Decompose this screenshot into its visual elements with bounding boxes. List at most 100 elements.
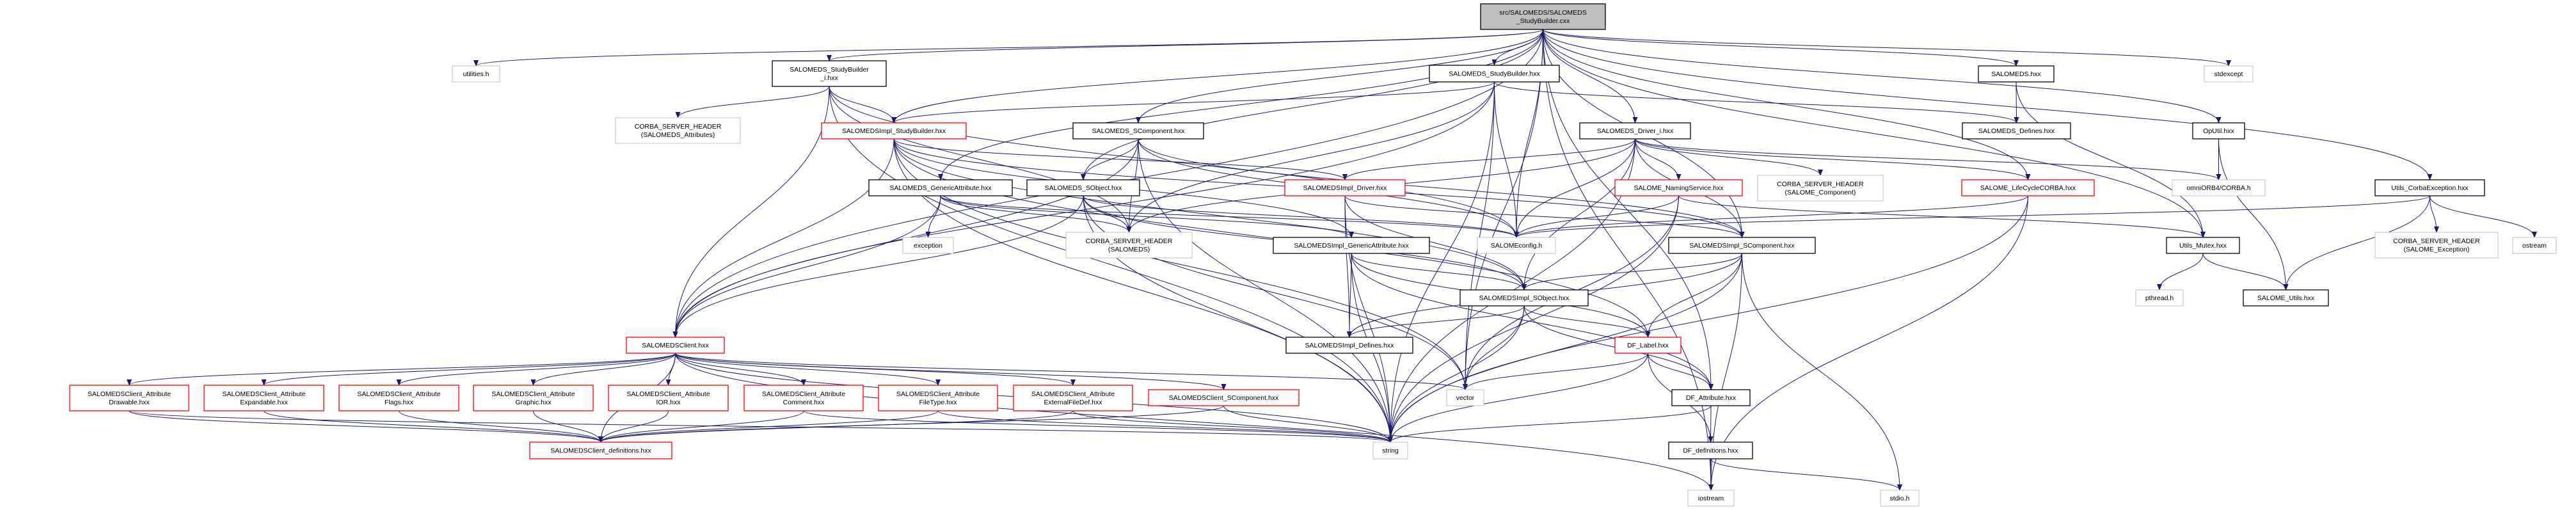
node-box [473,385,594,411]
node-impl_sb[interactable]: SALOMEDSImpl_StudyBuilder.hxx [821,122,967,139]
node-impl_scomp[interactable]: SALOMEDSImpl_SComponent.hxx [1668,237,1816,254]
node-label: SALOMEDSImpl_SObject.hxx [1479,294,1570,302]
edge-impl_sb-to-impl_driver [893,138,1348,180]
edge-naming-to-string [1388,195,1679,443]
node-naming[interactable]: SALOME_NamingService.hxx [1614,179,1743,196]
node-driver_i[interactable]: SALOMEDS_Driver_i.hxx [1579,122,1691,139]
node-box [2512,237,2557,254]
edge-sb_i-to-impl_sb [829,86,896,124]
node-utils_corbaexc[interactable]: Utils_CorbaException.hxx [2374,179,2485,196]
node-label: iostream [1698,495,1724,502]
node-box [1284,179,1406,196]
edge-root-to-driver_i [1543,29,1638,124]
node-client_defs[interactable]: SALOMEDSClient_definitions.hxx [529,442,672,459]
node-salomeds_defines[interactable]: SALOMEDS_Defines.hxx [1962,122,2071,139]
node-attr_extfile[interactable]: SALOMEDSClient_AttributeExternalFileDef.… [1013,385,1133,411]
node-client_scomp[interactable]: SALOMEDSClient_SComponent.hxx [1148,389,1300,406]
node-box [2374,179,2485,196]
edge-sb_i-to-corba_attr [675,86,830,118]
edge-root-to-utilities_h [473,29,1543,67]
node-label: utilities.h [463,70,489,78]
node-iostream: iostream [1687,490,1735,507]
node-label: Expandable.hxx [240,399,288,406]
node-impl_driver[interactable]: SALOMEDSImpl_Driver.hxx [1284,179,1406,196]
node-salomeds_hxx[interactable]: SALOMEDS.hxx [1978,65,2055,83]
edge-scomp-to-sobj [1081,138,1139,180]
node-sb_hxx[interactable]: SALOMEDS_StudyBuilder.hxx [1429,65,1560,83]
node-salome_utils[interactable]: SALOME_Utils.hxx [2243,289,2329,307]
node-box [878,385,998,411]
node-box [1671,389,1751,406]
node-box [69,385,189,411]
node-utils_mutex[interactable]: Utils_Mutex.hxx [2166,237,2240,254]
node-box [743,385,864,411]
node-omniorb: omniORB4/CORBA.h [2172,179,2266,196]
node-label: SALOMEDSClient_Attribute [896,390,980,398]
edge-client_scomp-to-string [1223,405,1393,443]
node-genattr[interactable]: SALOMEDS_GenericAttribute.hxx [868,179,1013,196]
node-impl_defines[interactable]: SALOMEDSImpl_Defines.hxx [1285,337,1413,354]
node-impl_genattr[interactable]: SALOMEDSImpl_GenericAttribute.hxx [1273,237,1430,254]
node-stdio: stdio.h [1880,490,1920,507]
node-label: IOR.hxx [656,399,681,406]
node-impl_sobj[interactable]: SALOMEDSImpl_SObject.hxx [1459,289,1589,307]
edge-client-to-attr_extfile [675,353,1076,386]
node-label: Graphic.hxx [515,399,552,406]
node-label: vector [1456,394,1475,402]
edge-root-to-salomeds_hxx [1543,29,2019,67]
node-corba_exc: CORBA_SERVER_HEADER(SALOME_Exception) [2374,232,2499,259]
node-box [1962,122,2071,139]
node-box [1978,65,2055,83]
node-label: (SALOMEDS_Attributes) [641,131,715,139]
edge-root-to-df_attribute [1543,29,1713,390]
node-box [1668,237,1816,254]
node-box [2135,289,2184,307]
node-label: Drawable.hxx [109,399,150,406]
edge-impl_sb-to-client [672,138,894,338]
edge-client-to-attr_expandable [261,353,676,386]
edge-sb_hxx-to-impl_sb [891,81,1495,124]
node-df_label[interactable]: DF_Label.hxx [1614,337,1682,354]
node-client[interactable]: SALOMEDSClient.hxx [626,337,725,354]
node-label: CORBA_SERVER_HEADER [1086,237,1173,245]
edge-root-to-iostream [1543,29,1713,491]
edge-impl_genattr-to-impl_defines [1347,253,1353,338]
node-oputil[interactable]: OpUtil.hxx [2192,122,2245,139]
node-root[interactable]: src/SALOMEDS/SALOMEDS_StudyBuilder.cxx [1480,3,1606,30]
edge-sb_hxx-to-salomeds_defines [1494,81,2019,124]
node-df_defs[interactable]: DF_definitions.hxx [1668,442,1753,459]
node-box [1065,232,1193,259]
edge-driver_i-to-impl_sobj [1522,138,1635,291]
node-box [2374,232,2499,259]
edge-root-to-vector [1463,29,1543,390]
edge-driver_i-to-lifecycle [1635,138,2031,180]
node-df_attribute[interactable]: DF_Attribute.hxx [1671,389,1751,406]
node-label: CORBA_SERVER_HEADER [2393,237,2480,245]
node-lifecycle[interactable]: SALOME_LifeCycleCORBA.hxx [1961,179,2095,196]
node-box [1687,490,1735,507]
edge-salomeds_hxx-to-utils_mutex [2015,81,2206,238]
edge-genattr-to-client [672,195,941,338]
edge-df_attribute-to-df_defs [1708,405,1713,443]
edge-genattr-to-salomeconfig [940,195,1519,238]
node-box [529,442,672,459]
node-label: Flags.hxx [385,399,414,406]
edge-impl_scomp-to-stdio [1742,253,1902,491]
node-exception: exception [902,237,954,254]
node-label: exception [914,242,942,250]
node-label: SALOMEDS_StudyBuilder [790,66,869,74]
edge-utils_corbaexc-to-salomeconfig [1514,195,2430,238]
node-label: pthread.h [2145,294,2174,302]
node-label: omniORB4/CORBA.h [2186,184,2251,192]
node-sb_i[interactable]: SALOMEDS_StudyBuilder_i.hxx [772,60,887,87]
node-sobj[interactable]: SALOMEDS_SObject.hxx [1026,179,1140,196]
edge-utils_mutex-to-salome_utils [2202,253,2289,291]
node-scomp[interactable]: SALOMEDS_SComponent.hxx [1072,122,1204,139]
